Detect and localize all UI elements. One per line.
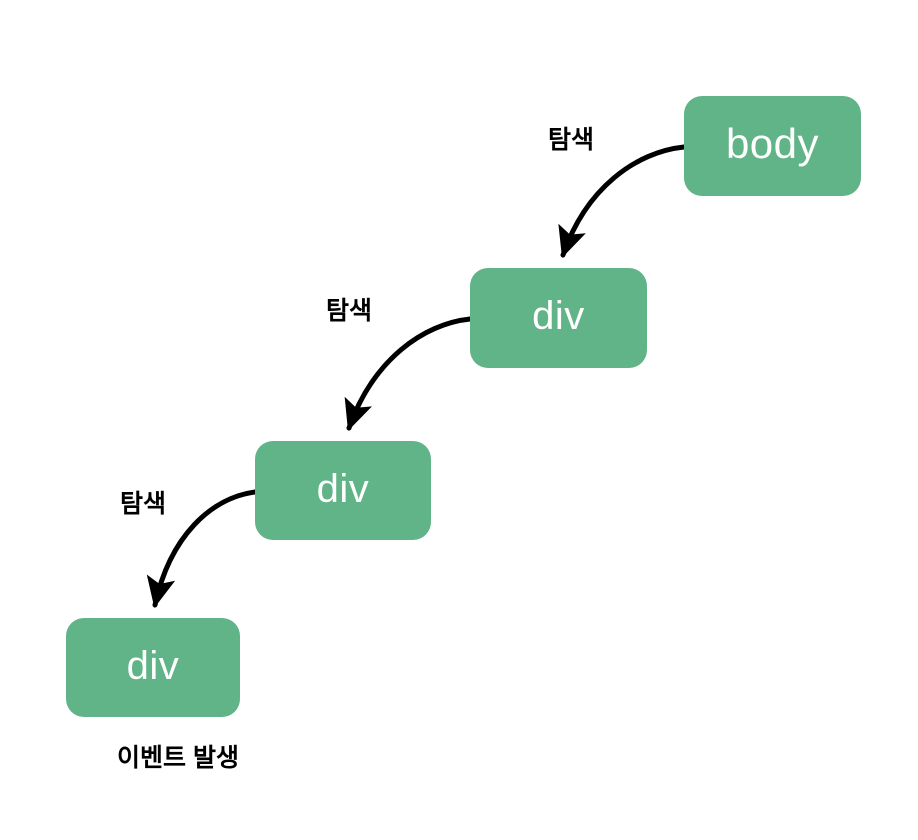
edge-label-div-1-to-div-2: 탐색 [326, 297, 373, 325]
edge-body-to-div-1 [558, 144, 687, 258]
edge-label-div-2-to-div-3: 탐색 [120, 490, 167, 518]
node-div-2[interactable]: div [255, 441, 431, 540]
node-div-1-label: div [532, 294, 585, 338]
event-origin-caption: 이벤트 발생 [117, 744, 239, 772]
node-body[interactable]: body [684, 96, 861, 196]
edge-div-2-to-div-3 [146, 489, 258, 608]
node-div-1[interactable]: div [470, 268, 647, 368]
edge-label-body-to-div-1: 탐색 [548, 126, 595, 154]
edge-div-1-to-div-2 [344, 316, 473, 431]
node-body-label: body [725, 120, 820, 167]
node-div-2-label: div [316, 466, 370, 511]
node-div-3-label: div [126, 643, 180, 688]
node-div-3[interactable]: div [66, 618, 240, 717]
